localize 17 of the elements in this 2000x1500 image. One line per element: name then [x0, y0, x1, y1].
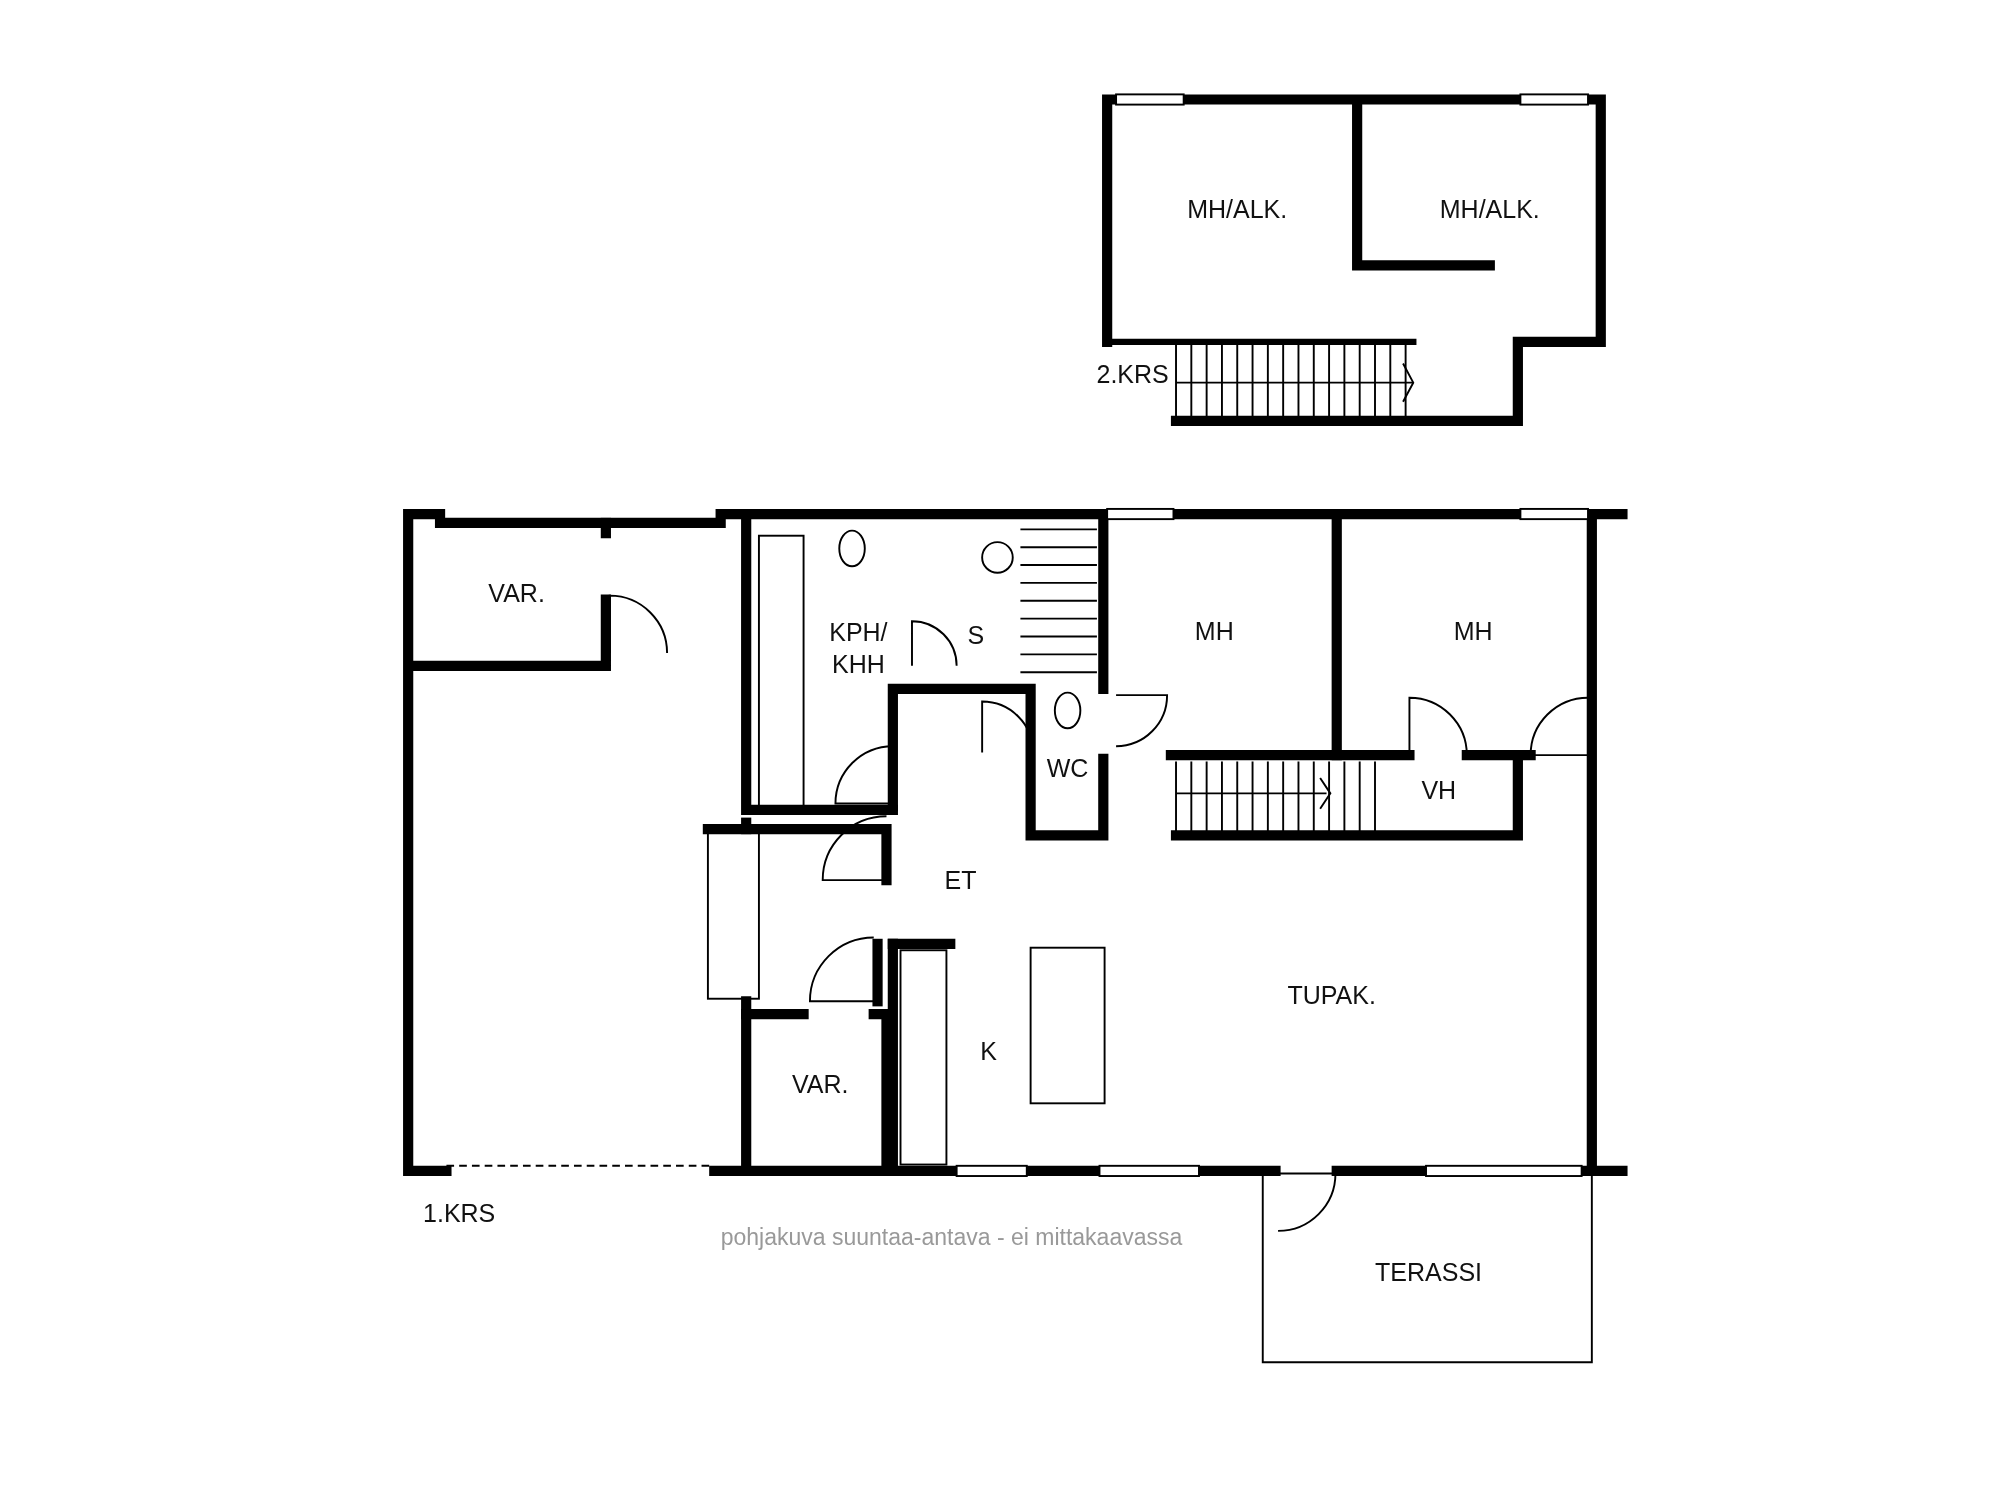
room-label: VAR.: [791, 1068, 849, 1100]
floor-label: 1.KRS: [423, 1197, 496, 1229]
caption: pohjakuva suuntaa-antava - ei mittakaavassa: [720, 1223, 1183, 1251]
room-label: TERASSI: [1375, 1256, 1483, 1288]
room-label: ET: [944, 864, 977, 896]
room-label: VAR.: [488, 577, 545, 609]
room-label: WC: [1046, 752, 1089, 784]
room-label: MH: [1453, 616, 1493, 648]
room-label: KPH/ KHH: [828, 616, 889, 680]
room-label: S: [967, 619, 985, 651]
room-label: MH/ALK.: [1187, 193, 1288, 225]
room-label: K: [980, 1035, 997, 1067]
room-label: VH: [1421, 774, 1457, 806]
floor-label: 2.KRS: [1096, 358, 1169, 390]
room-label: TUPAK.: [1287, 979, 1376, 1011]
room-label: MH: [1194, 616, 1234, 648]
room-label: MH/ALK.: [1439, 193, 1540, 225]
